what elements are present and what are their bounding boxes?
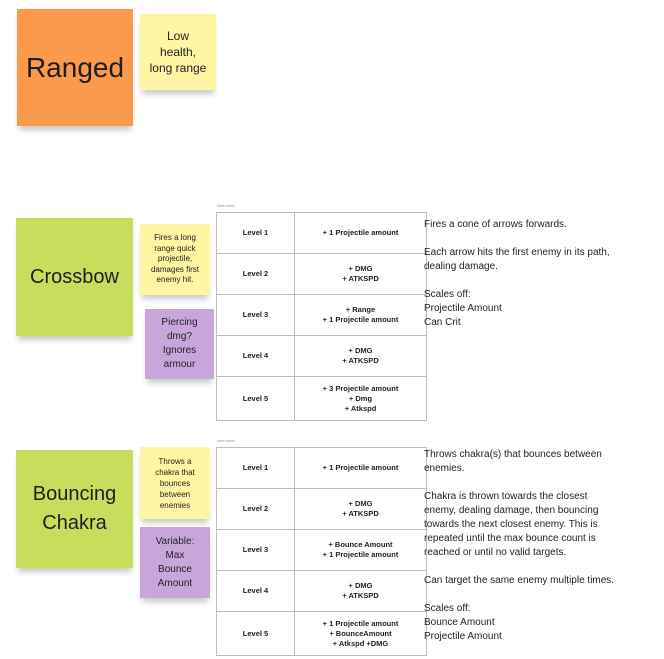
effect-cell: + DMG + ATKSPD [294,335,427,377]
chakra-description: Throws chakra(s) that bounces between en… [424,448,660,644]
chakra-level-table: Level 1 + 1 Projectile amount Level 2 + … [216,447,427,656]
effect-cell: + 3 Projectile amount + Dmg + Atkspd [294,376,427,421]
crossbow-piercing-text: Piercing dmg? Ignores armour [161,317,198,370]
effect-cell: + Bounce Amount + 1 Projectile amount [294,529,427,571]
description-paragraph: Throws chakra(s) that bounces between en… [424,449,602,474]
level-cell: Level 5 [216,376,295,421]
effect-cell: + 1 Projectile amount [294,212,427,254]
chakra-variable-note[interactable]: Variable: Max Bounce Amount [140,527,210,598]
effect-cell: + 1 Projectile amount + BounceAmount + A… [294,611,427,656]
level-cell: Level 4 [216,335,295,377]
table-row: Level 1 + 1 Projectile amount [216,447,427,489]
description-paragraph: Can target the same enemy multiple times… [424,575,615,586]
table-row: Level 5 + 3 Projectile amount + Dmg + At… [216,376,427,421]
crossbow-description-note[interactable]: Fires a long range quick projectile, dam… [140,224,210,295]
chakra-description-note[interactable]: Throws a chakra that bounces between ene… [140,447,210,519]
level-cell: Level 2 [216,488,295,530]
crossbow-sticky-note[interactable]: Crossbow [16,218,133,336]
ranged-sticky-note[interactable]: Ranged [17,9,133,126]
table-row: Level 2 + DMG + ATKSPD [216,488,427,530]
table-row: Level 3 + Bounce Amount + 1 Projectile a… [216,529,427,571]
description-paragraph: Scales off: Bounce Amount Projectile Amo… [424,603,502,642]
level-cell: Level 2 [216,253,295,295]
effect-cell: + DMG + ATKSPD [294,488,427,530]
chakra-variable-text: Variable: Max Bounce Amount [155,535,195,589]
level-cell: Level 1 [216,212,295,254]
ranged-title: Ranged [25,51,125,83]
bouncing-chakra-sticky-note[interactable]: Bouncing Chakra [16,450,133,568]
description-paragraph: Chakra is thrown towards the closest ene… [424,491,599,558]
table-row: Level 4 + DMG + ATKSPD [216,335,427,377]
crossbow-note-text: Fires a long range quick projectile, dam… [150,233,200,285]
crossbow-level-table: Level 1 + 1 Projectile amount Level 2 + … [216,212,427,421]
crossbow-piercing-note[interactable]: Piercing dmg? Ignores armour [145,309,214,379]
description-paragraph: Fires a cone of arrows forwards. [424,219,567,230]
effect-cell: + 1 Projectile amount [294,447,427,489]
ranged-note-text: Low health, long range [149,29,207,75]
table-row: Level 3 + Range + 1 Projectile amount [216,294,427,336]
effect-cell: + DMG + ATKSPD [294,253,427,295]
description-paragraph: Each arrow hits the first enemy in its p… [424,247,610,272]
level-cell: Level 1 [216,447,295,489]
table-row: Level 5 + 1 Projectile amount + BounceAm… [216,611,427,656]
description-paragraph: Scales off: Projectile Amount Can Crit [424,289,502,328]
table-row: Level 4 + DMG + ATKSPD [216,570,427,612]
crossbow-description: Fires a cone of arrows forwards. Each ar… [424,218,654,330]
level-cell: Level 3 [216,529,295,571]
level-cell: Level 5 [216,611,295,656]
effect-cell: + Range + 1 Projectile amount [294,294,427,336]
level-cell: Level 4 [216,570,295,612]
crossbow-title: Crossbow [30,265,119,288]
ranged-description-note[interactable]: Low health, long range [140,14,216,90]
table-row: Level 1 + 1 Projectile amount [216,212,427,254]
level-cell: Level 3 [216,294,295,336]
table-row: Level 2 + DMG + ATKSPD [216,253,427,295]
chakra-table-caption: New table [217,438,235,443]
bouncing-chakra-title: Bouncing Chakra [32,483,117,534]
effect-cell: + DMG + ATKSPD [294,570,427,612]
crossbow-table-caption: New table [217,203,235,208]
chakra-note-text: Throws a chakra that bounces between ene… [155,456,195,510]
